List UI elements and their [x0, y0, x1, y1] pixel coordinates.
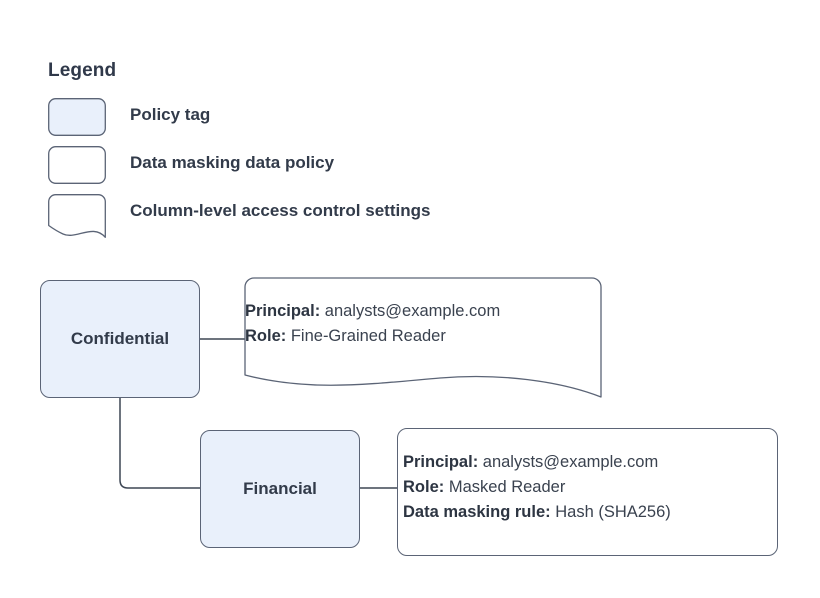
data-policy-role-value: Masked Reader	[448, 478, 566, 496]
panel-financial-data-policy[interactable]	[397, 428, 778, 556]
data-policy-row-principal: Principal: analysts@example.com	[403, 450, 671, 475]
access-control-row-principal: Principal: analysts@example.com	[245, 299, 500, 324]
data-policy-masking-rule-label: Data masking rule:	[403, 503, 551, 521]
access-control-panel-shape	[244, 277, 602, 398]
data-policy-role-label: Role:	[403, 478, 445, 496]
legend-swatch-data-policy	[48, 146, 106, 184]
data-policy-row-role: Role: Masked Reader	[403, 475, 671, 500]
access-control-row-role: Role: Fine-Grained Reader	[245, 324, 500, 349]
legend-swatch-access-control	[48, 194, 106, 238]
data-policy-swatch	[48, 146, 106, 184]
legend-title: Legend	[48, 60, 117, 81]
node-confidential-label: Confidential	[70, 329, 170, 348]
data-policy-principal-value: analysts@example.com	[482, 453, 659, 471]
access-control-principal-value: analysts@example.com	[324, 302, 501, 320]
policy-tag-swatch	[48, 98, 106, 136]
legend-label-access-control: Column-level access control settings	[130, 201, 431, 220]
legend-label-data-policy: Data masking data policy	[130, 153, 335, 172]
legend-label-policy-tag: Policy tag	[130, 105, 211, 124]
data-policy-principal-label: Principal:	[403, 453, 479, 471]
access-control-principal-label: Principal:	[245, 302, 321, 320]
data-policy-masking-rule-value: Hash (SHA256)	[555, 503, 671, 521]
node-confidential[interactable]: Confidential	[40, 280, 200, 398]
legend-swatch-policy-tag	[48, 98, 106, 136]
node-financial[interactable]: Financial	[200, 430, 360, 548]
data-policy-row-masking-rule: Data masking rule: Hash (SHA256)	[403, 500, 671, 525]
data-policy-panel-text: Principal: analysts@example.com Role: Ma…	[403, 450, 671, 525]
access-control-role-label: Role:	[245, 327, 287, 345]
connector-confidential-to-financial	[119, 398, 200, 489]
node-financial-label: Financial	[243, 479, 317, 498]
access-control-panel-text: Principal: analysts@example.com Role: Fi…	[245, 299, 500, 349]
access-control-swatch	[48, 194, 106, 238]
access-control-role-value: Fine-Grained Reader	[290, 327, 446, 345]
